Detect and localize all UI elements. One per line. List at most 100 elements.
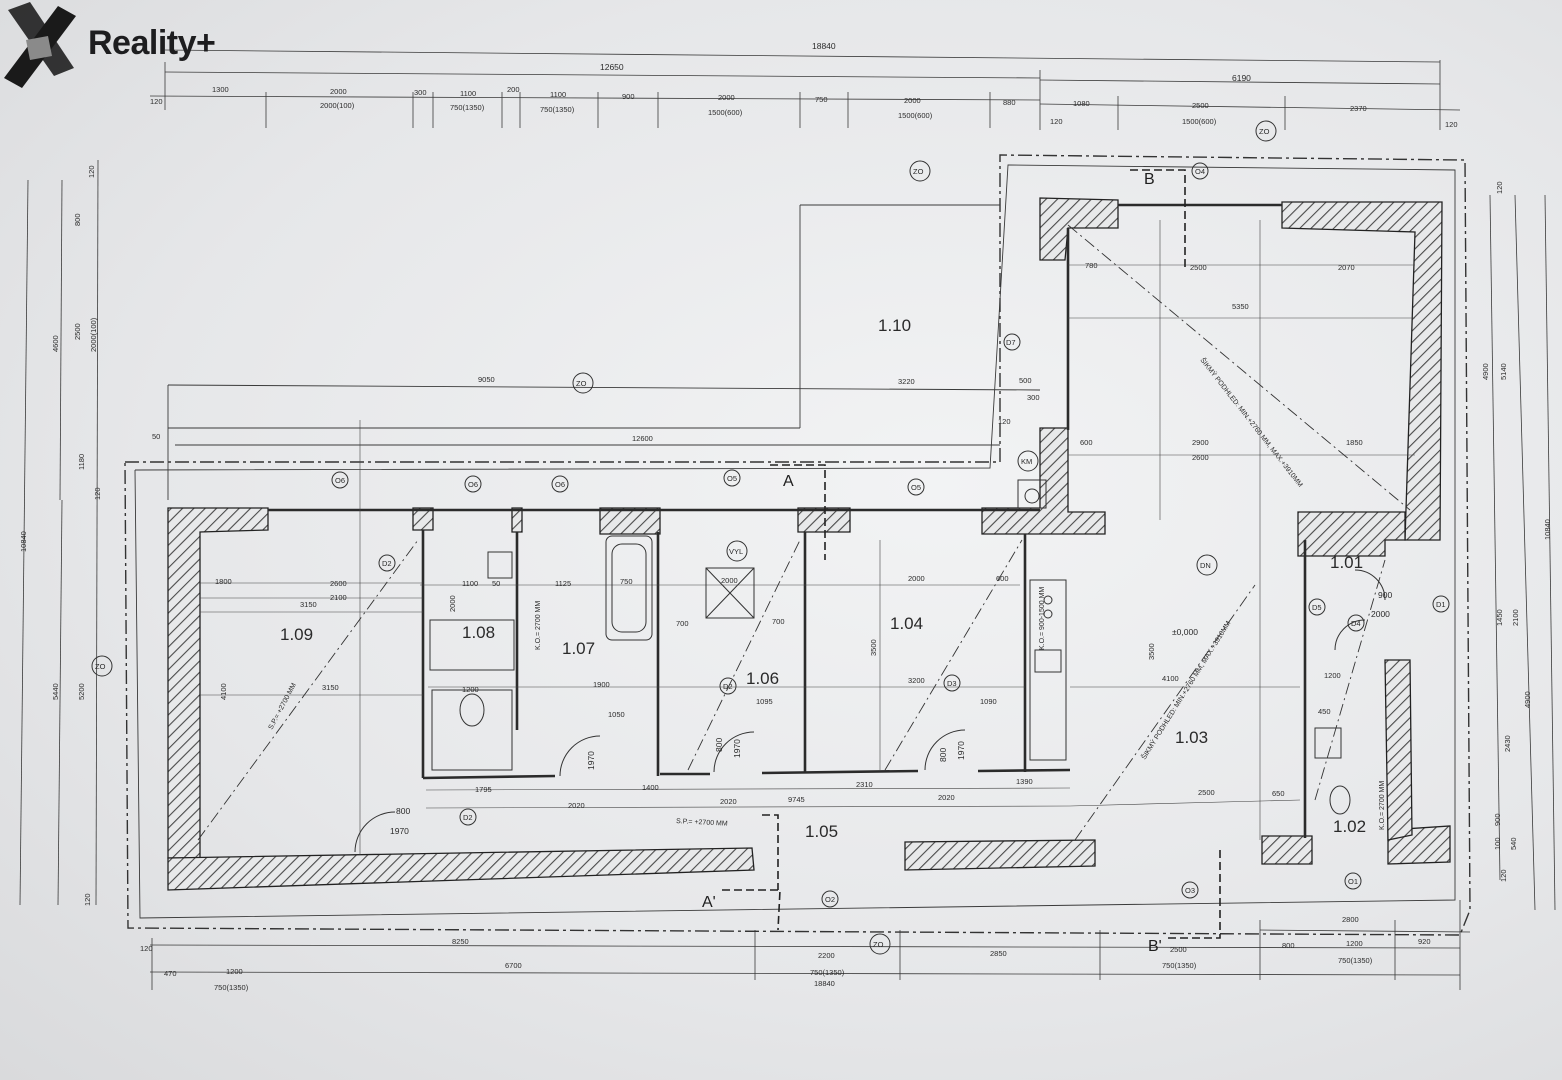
svg-text:10840: 10840 <box>19 531 28 552</box>
svg-text:750(1350): 750(1350) <box>1338 956 1373 965</box>
svg-text:1500(600): 1500(600) <box>1182 117 1217 126</box>
dimension-lines <box>19 49 1556 990</box>
room-101: 1.01 <box>1330 553 1363 572</box>
svg-text:4600: 4600 <box>51 335 60 352</box>
svg-text:1200: 1200 <box>1324 671 1341 680</box>
svg-text:1095: 1095 <box>756 697 773 706</box>
svg-text:750(1350): 750(1350) <box>810 968 845 977</box>
svg-text:1200: 1200 <box>462 685 479 694</box>
svg-text:2500: 2500 <box>1170 945 1187 954</box>
svg-text:2000: 2000 <box>448 595 457 612</box>
svg-text:1300: 1300 <box>212 85 229 94</box>
tag-vyl: VYL <box>729 547 743 556</box>
svg-text:3150: 3150 <box>322 683 339 692</box>
svg-text:1795: 1795 <box>475 785 492 794</box>
svg-text:9745: 9745 <box>788 795 805 804</box>
walls <box>167 197 1451 891</box>
x-logo-icon <box>4 2 76 88</box>
svg-text:1500(600): 1500(600) <box>708 108 743 117</box>
svg-text:10840: 10840 <box>1543 519 1552 540</box>
svg-text:2000: 2000 <box>908 574 925 583</box>
svg-text:2000(100): 2000(100) <box>320 101 355 110</box>
ko-note-102: K.O.= 2700 MM <box>1379 781 1386 830</box>
tag-zo-2: ZO <box>1259 127 1270 136</box>
svg-text:470: 470 <box>164 969 177 978</box>
svg-text:2500: 2500 <box>1192 101 1209 110</box>
svg-text:9050: 9050 <box>478 375 495 384</box>
dims-bottom: 8250 2200 2850 2500 750(1350) 800 1200 9… <box>140 915 1431 992</box>
svg-text:2020: 2020 <box>568 801 585 810</box>
section-b-top: B <box>1144 171 1155 188</box>
svg-text:120: 120 <box>1050 117 1063 126</box>
tag-d1: D1 <box>1436 600 1446 609</box>
svg-text:120: 120 <box>140 944 153 953</box>
svg-text:1900: 1900 <box>593 680 610 689</box>
boundary-solid <box>134 164 1456 919</box>
svg-text:3500: 3500 <box>1147 643 1156 660</box>
svg-text:4900: 4900 <box>1523 691 1532 708</box>
svg-text:2200: 2200 <box>818 951 835 960</box>
svg-text:1100: 1100 <box>550 90 566 99</box>
svg-text:1970: 1970 <box>390 826 409 836</box>
svg-text:1080: 1080 <box>1073 99 1090 108</box>
svg-text:4100: 4100 <box>1162 674 1179 683</box>
svg-text:3500: 3500 <box>869 639 878 656</box>
ko-note-108: K.O.= 2700 MM <box>535 601 542 650</box>
tag-o5-1: O5 <box>727 474 737 483</box>
svg-text:540: 540 <box>1509 837 1518 850</box>
svg-text:2070: 2070 <box>1338 263 1355 272</box>
svg-text:800: 800 <box>1282 941 1295 950</box>
svg-text:12600: 12600 <box>632 434 653 443</box>
svg-text:1200: 1200 <box>226 967 243 976</box>
tag-d7: D7 <box>1006 338 1016 347</box>
svg-text:800: 800 <box>714 738 724 752</box>
tag-o6-2: O6 <box>468 480 478 489</box>
svg-text:5200: 5200 <box>77 683 86 700</box>
svg-text:8250: 8250 <box>452 937 469 946</box>
tag-d4: D4 <box>1351 619 1361 628</box>
inner-dimension-lines <box>200 220 1415 855</box>
svg-text:2370: 2370 <box>1350 104 1367 113</box>
svg-text:920: 920 <box>1418 937 1431 946</box>
svg-text:120: 120 <box>83 893 92 906</box>
interior-walls <box>268 203 1307 838</box>
svg-text:4100: 4100 <box>219 683 228 700</box>
svg-text:120: 120 <box>93 487 102 500</box>
svg-text:750: 750 <box>815 95 828 104</box>
door-swings <box>354 569 1386 853</box>
svg-text:1400: 1400 <box>642 783 659 792</box>
svg-text:120: 120 <box>1499 869 1508 882</box>
ceiling-note-105: S.P.= +2700 MM <box>676 818 728 828</box>
tag-d5: D5 <box>1312 603 1322 612</box>
section-a-bottom: A' <box>702 894 716 911</box>
svg-text:100: 100 <box>1493 837 1502 850</box>
level-mark: ±0,000 <box>1172 627 1198 637</box>
svg-text:2000: 2000 <box>330 87 347 96</box>
svg-text:2800: 2800 <box>1342 915 1359 924</box>
svg-text:1100: 1100 <box>460 89 476 98</box>
tag-o2: O2 <box>825 895 835 904</box>
svg-text:1500(600): 1500(600) <box>898 111 933 120</box>
svg-text:1100: 1100 <box>462 579 478 588</box>
dim-top-left: 12650 <box>600 62 624 72</box>
svg-text:2600: 2600 <box>1192 453 1209 462</box>
dims-top-row: 120 1300 2000 2000(100) 300 1100 750(135… <box>150 85 1458 129</box>
svg-text:2020: 2020 <box>720 797 737 806</box>
svg-text:750: 750 <box>620 577 633 586</box>
svg-text:700: 700 <box>676 619 689 628</box>
tag-d2-3: D2 <box>382 559 392 568</box>
svg-text:2500: 2500 <box>73 323 82 340</box>
svg-text:750(1350): 750(1350) <box>214 983 249 992</box>
svg-text:1970: 1970 <box>586 751 596 770</box>
dims-left: 10840 4600 5440 120 800 2500 2000(100) 1… <box>19 165 102 906</box>
svg-text:2000: 2000 <box>718 93 735 102</box>
svg-text:900: 900 <box>1493 813 1502 826</box>
svg-text:120: 120 <box>1495 181 1504 194</box>
svg-text:1090: 1090 <box>980 697 997 706</box>
section-b-bottom: B' <box>1148 938 1162 955</box>
svg-text:300: 300 <box>1027 393 1040 402</box>
svg-text:800: 800 <box>396 806 410 816</box>
room-103: 1.03 <box>1175 728 1208 747</box>
